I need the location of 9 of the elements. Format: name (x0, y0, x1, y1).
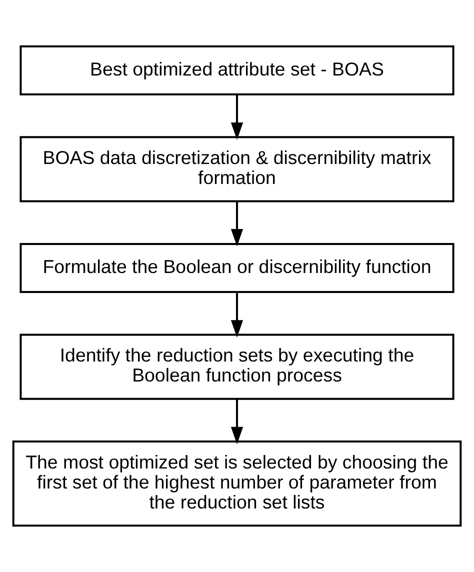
arrow (230, 399, 244, 444)
node-box: Best optimized attribute set - BOAS (20, 45, 454, 96)
arrow (230, 292, 244, 338)
node-box: The most optimized set is selected by choosing the first set of the highest number of parameter from the reduction set lists (12, 440, 462, 527)
node-box: BOAS data discretization & discernibility matrix formation (20, 136, 454, 202)
arrow (230, 201, 244, 246)
node-box: Formulate the Boolean or discernibility function (20, 242, 454, 294)
arrow (230, 94, 244, 140)
node-box: Identify the reduction sets by executing the Boolean function process (20, 334, 454, 400)
